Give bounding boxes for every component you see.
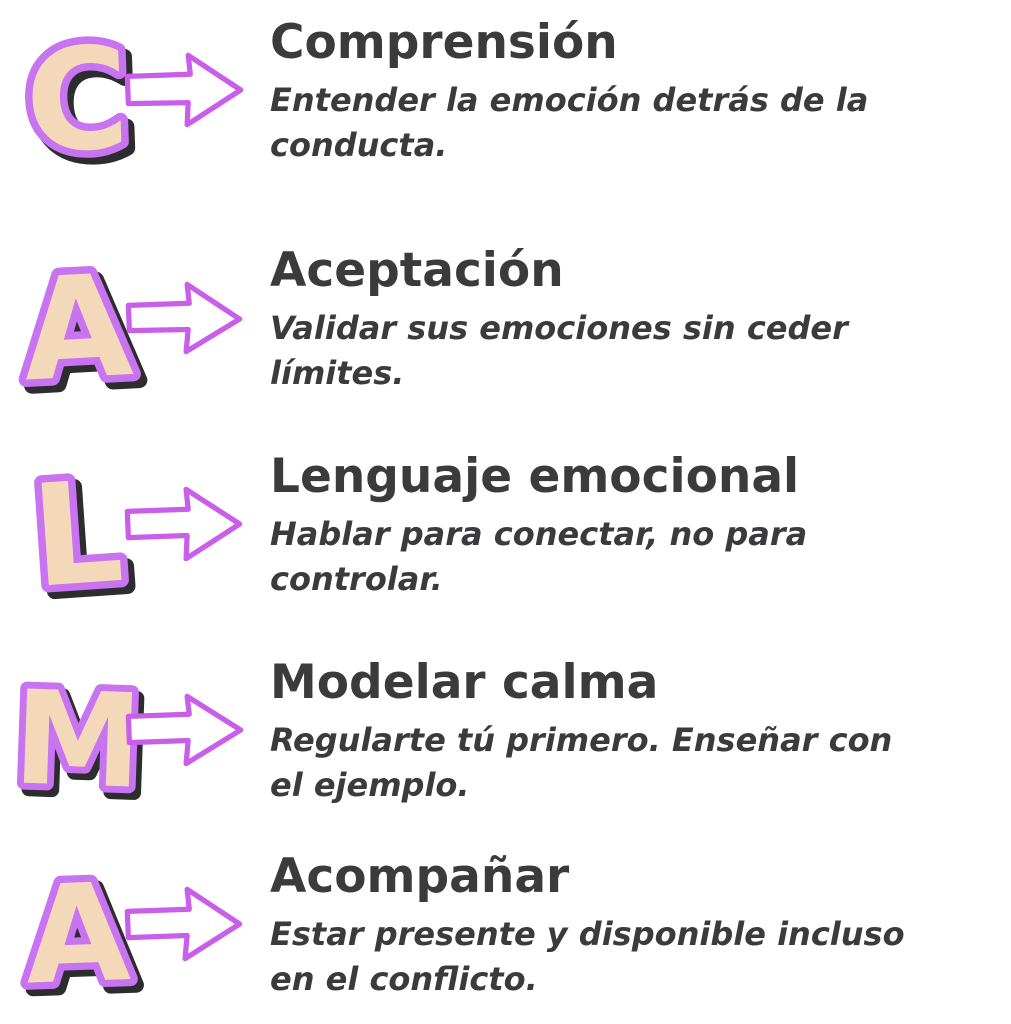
item-text-comprension: Comprensión Entender la emoción detrás d… <box>270 15 990 169</box>
bubble-letter-l: L L <box>8 442 158 633</box>
item-text-lenguaje: Lenguaje emocional Hablar para conectar,… <box>270 449 990 603</box>
bubble-letter-a1-face: A <box>19 244 136 413</box>
arrow-icon <box>120 48 248 132</box>
row-comprension: C C Comprensión Entender la emoción detr… <box>0 9 1011 224</box>
bubble-letter-a1: A A <box>8 236 158 427</box>
item-text-acompanar: Acompañar Estar presente y disponible in… <box>270 849 990 1003</box>
bubble-letter-c-shadow: C <box>29 23 138 191</box>
bubble-letter-a1-shadow: A <box>25 250 142 419</box>
item-description: Hablar para conectar, no para controlar. <box>270 514 808 599</box>
item-text-modelar: Modelar calma Regularte tú primero. Ense… <box>270 655 990 809</box>
bubble-letter-a2-shadow: A <box>28 860 138 1021</box>
item-title: Aceptación <box>270 243 564 298</box>
row-lenguaje-emocional: L L Lenguaje emocional Hablar para conec… <box>0 442 1011 658</box>
item-title: Modelar calma <box>270 655 659 710</box>
arrow-icon <box>120 688 248 772</box>
bubble-letter-c: C C <box>8 9 158 198</box>
row-modelar-calma: M M Modelar calma Regularte tú primero. … <box>0 655 1011 864</box>
bubble-letter-a2: A A <box>8 847 158 1024</box>
row-aceptacion: A A Aceptación Validar sus emociones sin… <box>0 236 1011 452</box>
item-title: Comprensión <box>270 15 618 70</box>
item-text-aceptacion: Aceptación Validar sus emociones sin ced… <box>270 243 990 397</box>
bubble-letter-a2-face: A <box>23 854 133 1015</box>
item-description: Validar sus emociones sin ceder límites. <box>270 308 848 393</box>
bubble-letter-l-face: L <box>27 450 128 620</box>
row-acompanar: A A Acompañar Estar presente y disponibl… <box>0 847 1011 1024</box>
item-description: Entender la emoción detrás de la conduct… <box>270 80 869 165</box>
bubble-letter-m-shadow: M <box>16 669 150 824</box>
bubble-letter-c-face: C <box>23 17 132 185</box>
item-title: Lenguaje emocional <box>270 449 800 504</box>
arrow-icon <box>120 882 248 966</box>
item-description: Estar presente y disponible incluso en e… <box>270 914 905 999</box>
item-title: Acompañar <box>270 849 570 904</box>
arrow-icon <box>120 276 248 360</box>
item-description: Regularte tú primero. Enseñar con el eje… <box>270 720 893 805</box>
bubble-letter-l-shadow: L <box>33 456 134 626</box>
arrow-icon <box>120 482 248 566</box>
